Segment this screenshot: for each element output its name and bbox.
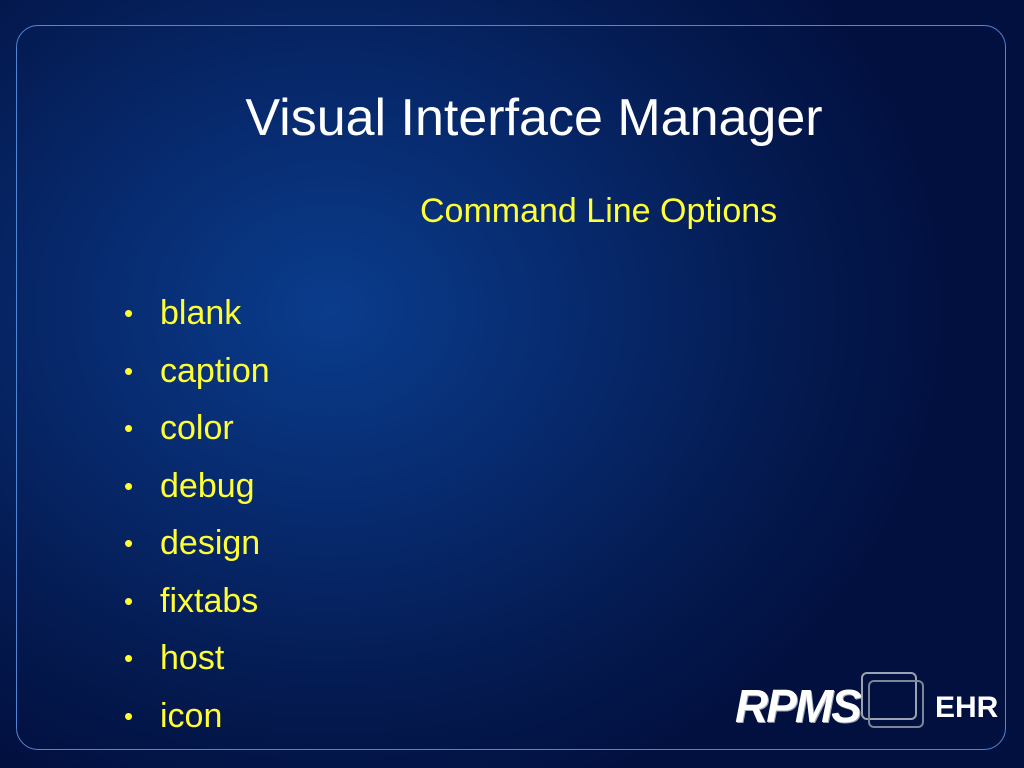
slide-frame [16,25,1006,750]
slide-subtitle: Command Line Options [420,192,778,230]
list-item-text: fixtabs [160,581,259,620]
bullet-icon: • [124,700,134,731]
bullet-icon: • [124,413,134,443]
logo-window-icon [861,672,917,720]
bullet-icon: • [124,470,134,501]
bullet-icon: • [124,298,134,328]
logo-window-back-icon [868,680,924,728]
list-item-text: icon [160,696,223,735]
list-item-text: host [160,639,225,677]
rpms-ehr-logo: RPMS EHR [735,670,1000,740]
logo-suffix-text: EHR [935,691,999,724]
bullet-icon: • [124,585,134,616]
list-item-text: design [160,524,261,562]
logo-brand-text: RPMS [735,680,862,732]
list-item-text: debug [160,466,255,505]
list-item-text: caption [160,351,270,390]
slide-title: Visual Interface Manager [245,89,823,147]
bullet-icon: • [124,355,134,386]
bullet-icon: • [124,643,134,673]
bullet-icon: • [124,528,134,558]
list-item-text: color [160,409,234,447]
list-item-text: blank [160,294,242,332]
